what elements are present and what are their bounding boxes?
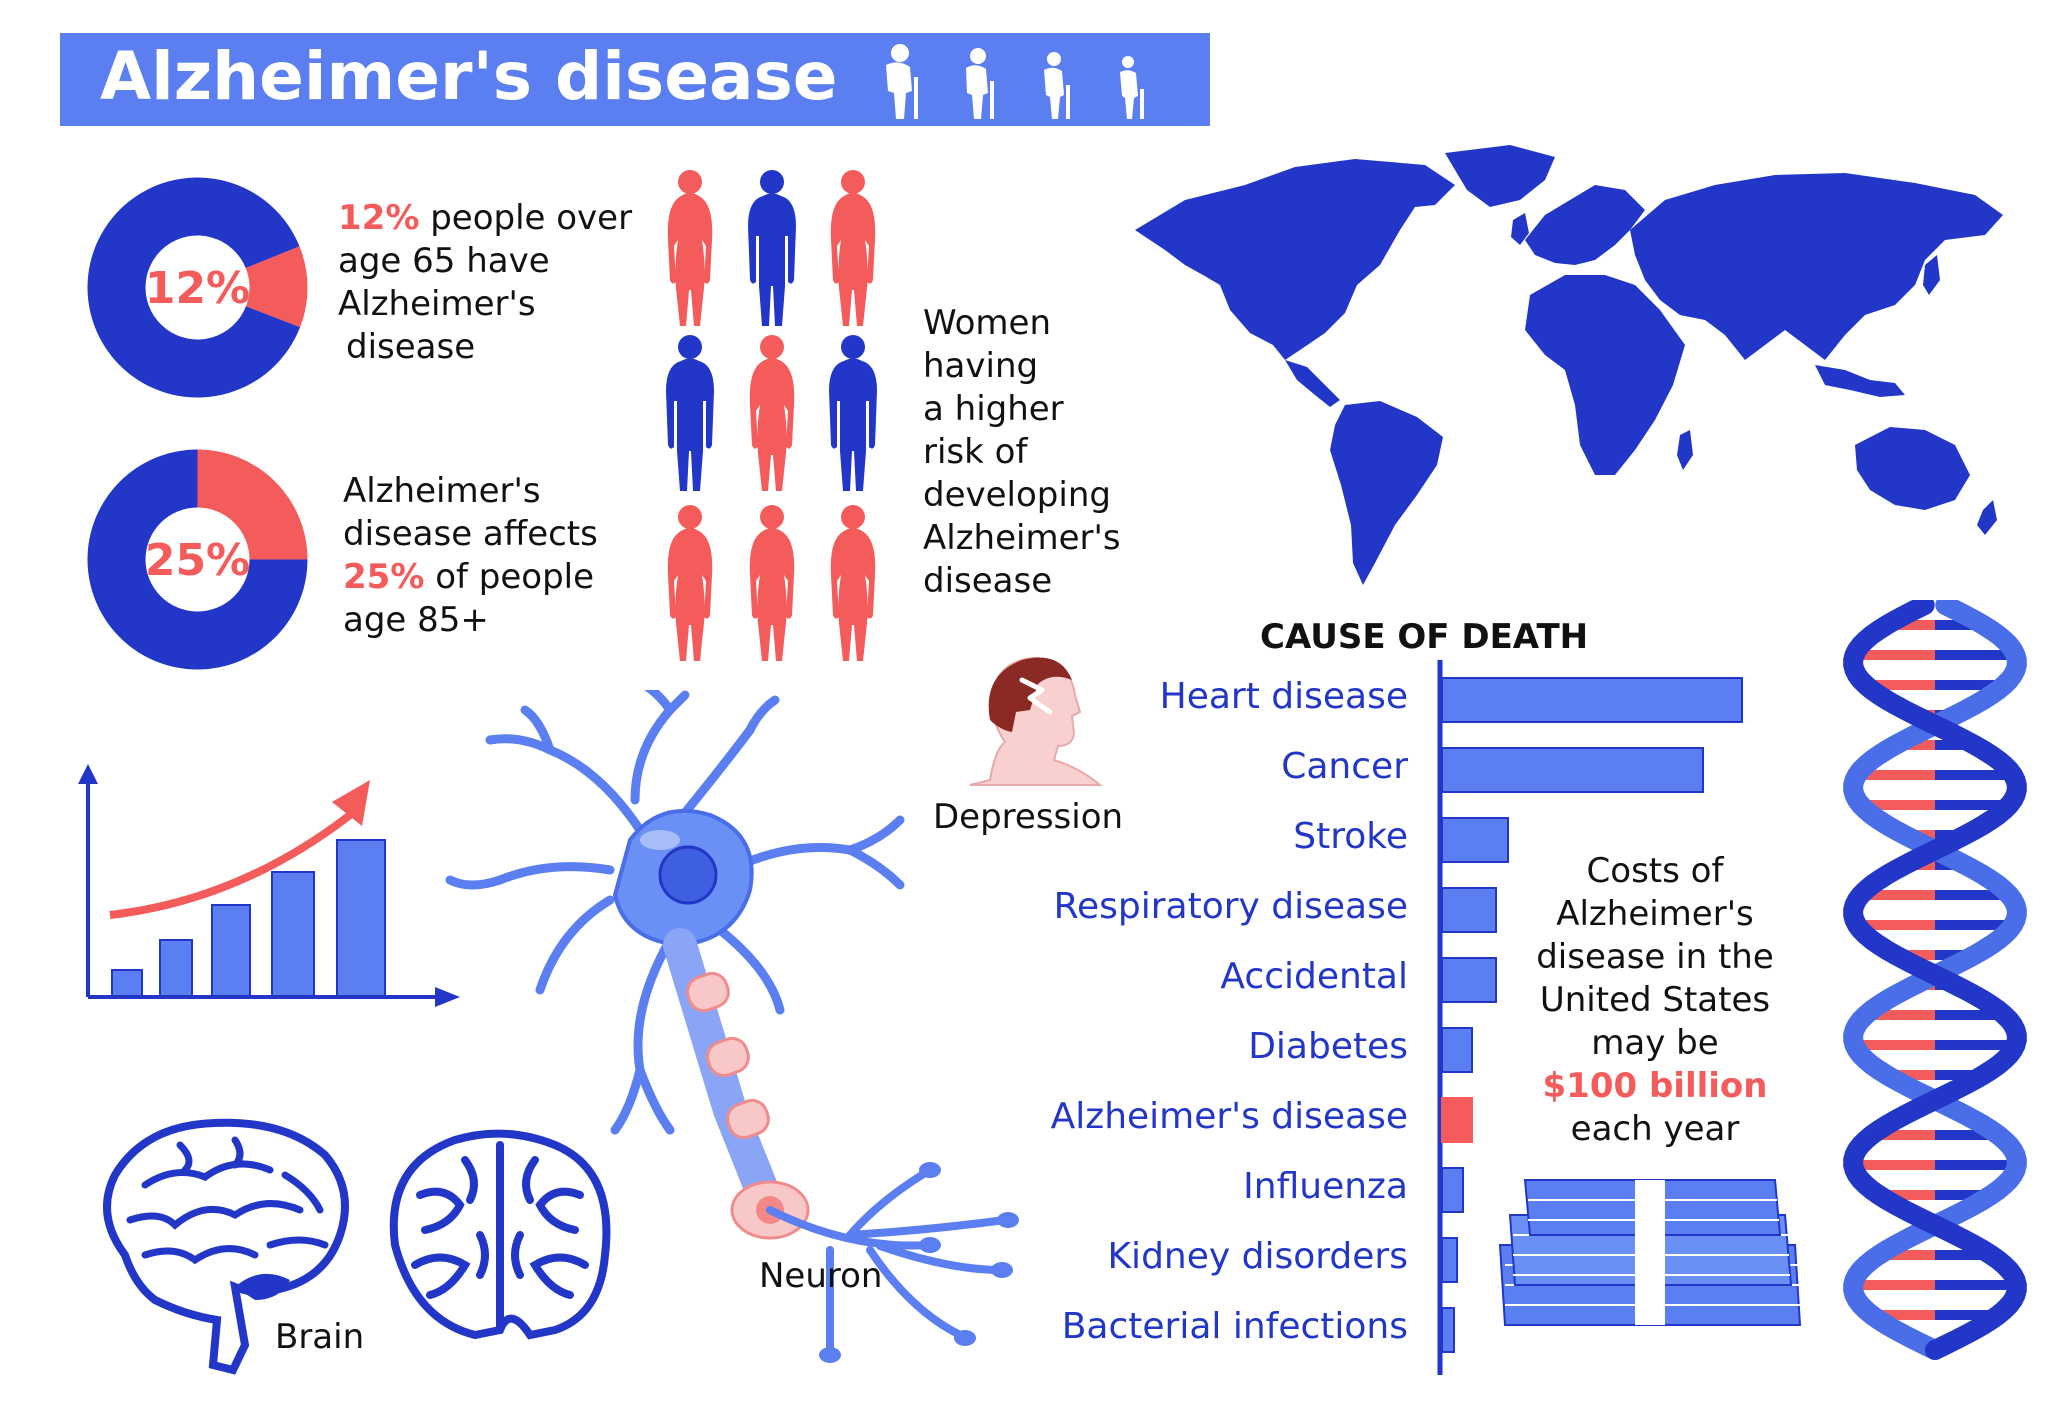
category-label: Kidney disorders bbox=[1107, 1236, 1408, 1277]
bar-stroke bbox=[1441, 817, 1509, 863]
brain-label: Brain bbox=[275, 1317, 365, 1357]
woman-silhouette-icon bbox=[749, 335, 795, 491]
category-label: Diabetes bbox=[1248, 1026, 1408, 1067]
women-text-line: risk of bbox=[923, 432, 1028, 472]
category-label: Respiratory disease bbox=[1053, 886, 1408, 927]
donut-chart-12: 12% bbox=[87, 177, 308, 398]
bar-kidney-disorders bbox=[1441, 1237, 1458, 1283]
bar-cancer bbox=[1441, 747, 1704, 793]
elderly-people-icons bbox=[886, 44, 1144, 119]
bar-heart-disease bbox=[1441, 677, 1743, 723]
elderly-person-icon bbox=[966, 48, 994, 119]
neuron-label: Neuron bbox=[759, 1256, 883, 1296]
lightning-icon bbox=[1019, 677, 1053, 715]
neuron-icon bbox=[445, 690, 1019, 1363]
women-text-line: having bbox=[923, 346, 1039, 386]
bar-alzheimer-s-disease bbox=[1441, 1097, 1473, 1143]
stat-12-text: 12% people over age 65 have Alzheimer's … bbox=[338, 198, 633, 367]
bar-bacterial-infections bbox=[1441, 1307, 1455, 1353]
bar-accidental bbox=[1441, 957, 1497, 1003]
chart-title: CAUSE OF DEATH bbox=[1260, 617, 1588, 657]
bar-influenza bbox=[1441, 1167, 1464, 1213]
brain-icon bbox=[103, 1118, 611, 1375]
category-label: Heart disease bbox=[1159, 676, 1408, 717]
people-grid bbox=[666, 170, 877, 661]
category-label: Cancer bbox=[1281, 746, 1408, 787]
category-label: Bacterial infections bbox=[1061, 1306, 1408, 1347]
woman-silhouette-icon bbox=[667, 170, 713, 326]
donut-chart-25: 25% bbox=[87, 449, 308, 670]
donut-label-25: 25% bbox=[145, 535, 250, 586]
bar-diabetes bbox=[1441, 1027, 1473, 1073]
category-label: Influenza bbox=[1243, 1166, 1408, 1207]
woman-silhouette-icon bbox=[830, 505, 876, 661]
women-text-line: Alzheimer's bbox=[923, 518, 1121, 558]
donut-label-12: 12% bbox=[145, 263, 250, 314]
women-text-line: disease bbox=[923, 561, 1053, 601]
brain-front-icon bbox=[389, 1129, 611, 1340]
woman-silhouette-icon bbox=[667, 505, 713, 661]
donut-slice-rest bbox=[87, 177, 301, 398]
page-title: Alzheimer's disease bbox=[100, 38, 838, 115]
man-silhouette-icon bbox=[829, 335, 877, 491]
depression-label: Depression bbox=[933, 797, 1124, 837]
growth-chart-icon bbox=[78, 764, 460, 1007]
women-text-line: a higher bbox=[923, 389, 1064, 429]
costs-text: Costs of Alzheimer's disease in the Unit… bbox=[1536, 851, 1774, 1149]
women-text-line: Women bbox=[923, 303, 1052, 343]
stat-25-text: Alzheimer's disease affects 25% of peopl… bbox=[343, 471, 598, 640]
cause-of-death-chart bbox=[1437, 660, 1743, 1375]
title-banner: Alzheimer's disease bbox=[60, 33, 1210, 126]
category-label: Stroke bbox=[1293, 816, 1408, 857]
women-text-line: developing bbox=[923, 475, 1111, 515]
man-silhouette-icon bbox=[748, 170, 796, 326]
donut-slice-highlight bbox=[245, 246, 308, 328]
bar-respiratory-disease bbox=[1441, 887, 1497, 933]
elderly-person-icon bbox=[886, 44, 918, 119]
elderly-person-icon bbox=[1120, 56, 1144, 119]
money-stack-icon bbox=[1498, 1179, 1802, 1326]
donut-slice-rest bbox=[87, 449, 308, 670]
head-depression-icon bbox=[969, 656, 1103, 786]
woman-silhouette-icon bbox=[830, 170, 876, 326]
man-silhouette-icon bbox=[666, 335, 714, 491]
elderly-person-icon bbox=[1044, 52, 1070, 119]
woman-silhouette-icon bbox=[749, 505, 795, 661]
dna-icon bbox=[1843, 600, 2027, 1360]
chart-title-area: CAUSE OF DEATH bbox=[1260, 617, 1588, 657]
category-label: Alzheimer's disease bbox=[1050, 1096, 1408, 1137]
category-label: Accidental bbox=[1220, 956, 1408, 997]
brain-side-icon bbox=[103, 1118, 349, 1375]
world-map-icon bbox=[1135, 145, 2003, 585]
donut-slice-highlight bbox=[197, 449, 308, 560]
